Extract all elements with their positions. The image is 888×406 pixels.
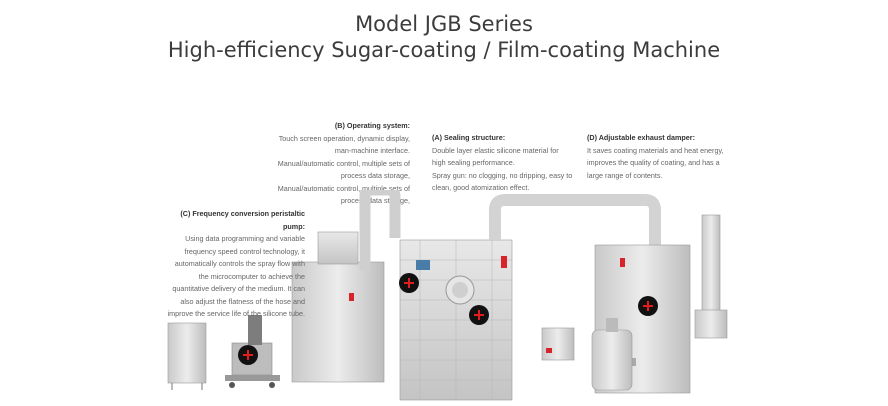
hotspot-peristaltic-pump[interactable] — [238, 345, 258, 365]
callout-line: process data storage, — [340, 171, 410, 180]
callout-line: improve the service life of the silicone… — [167, 309, 305, 318]
callout-line: Using data programming and variable — [185, 234, 305, 243]
callout-sealing-structure: (A) Sealing structure: Double layer elas… — [432, 132, 582, 195]
callout-exhaust-damper: (D) Adjustable exhaust damper: It saves … — [587, 132, 737, 182]
callout-line: It saves coating materials and heat ener… — [587, 145, 724, 155]
callout-heading: (B) Operating system: — [334, 121, 410, 130]
callout-line: clean, good atomization effect. — [432, 183, 530, 192]
callout-peristaltic-pump: (C) Frequency conversion peristaltic pum… — [150, 208, 305, 321]
callout-line: Spray gun: no clogging, no dripping, eas… — [432, 170, 573, 180]
callout-line: automatically controls the spray flow wi… — [174, 259, 305, 268]
callout-heading: (C) Frequency conversion peristaltic — [180, 209, 305, 218]
callout-line: process data storage, — [340, 196, 410, 205]
callout-line: also adjust the flatness of the hose and — [180, 296, 305, 306]
coating-machine-illustration — [167, 190, 728, 401]
callout-line: Touch screen operation, dynamic display, — [278, 133, 410, 143]
callout-line: man-machine interface. — [334, 146, 410, 155]
callout-heading-cont: pump: — [283, 221, 305, 231]
callout-line: improves the quality of coating, and has… — [587, 158, 720, 167]
callout-line: Manual/automatic control, multiple sets … — [277, 158, 410, 168]
callout-line: Double layer elastic silicone material f… — [432, 145, 559, 155]
page-subtitle: High-efficiency Sugar-coating / Film-coa… — [167, 38, 721, 62]
callout-heading: (A) Sealing structure: — [432, 133, 506, 142]
callout-line: quantitative delivery of the medium. It … — [172, 284, 305, 293]
callout-line: the microcomputer to achieve the — [198, 271, 305, 281]
callout-line: frequency speed control technology, it — [184, 246, 305, 256]
callout-operating-system: (B) Operating system: Touch screen opera… — [255, 120, 410, 208]
callout-line: large range of contents. — [587, 170, 663, 180]
hotspot-operating-system[interactable] — [399, 273, 419, 293]
callout-heading: (D) Adjustable exhaust damper: — [587, 133, 695, 142]
callout-line: high sealing performance. — [432, 158, 515, 167]
hotspot-sealing-structure[interactable] — [469, 305, 489, 325]
hotspot-exhaust-damper[interactable] — [638, 296, 658, 316]
callout-line: Manual/automatic control, multiple sets … — [277, 183, 410, 193]
page-title: Model JGB Series — [355, 12, 533, 36]
